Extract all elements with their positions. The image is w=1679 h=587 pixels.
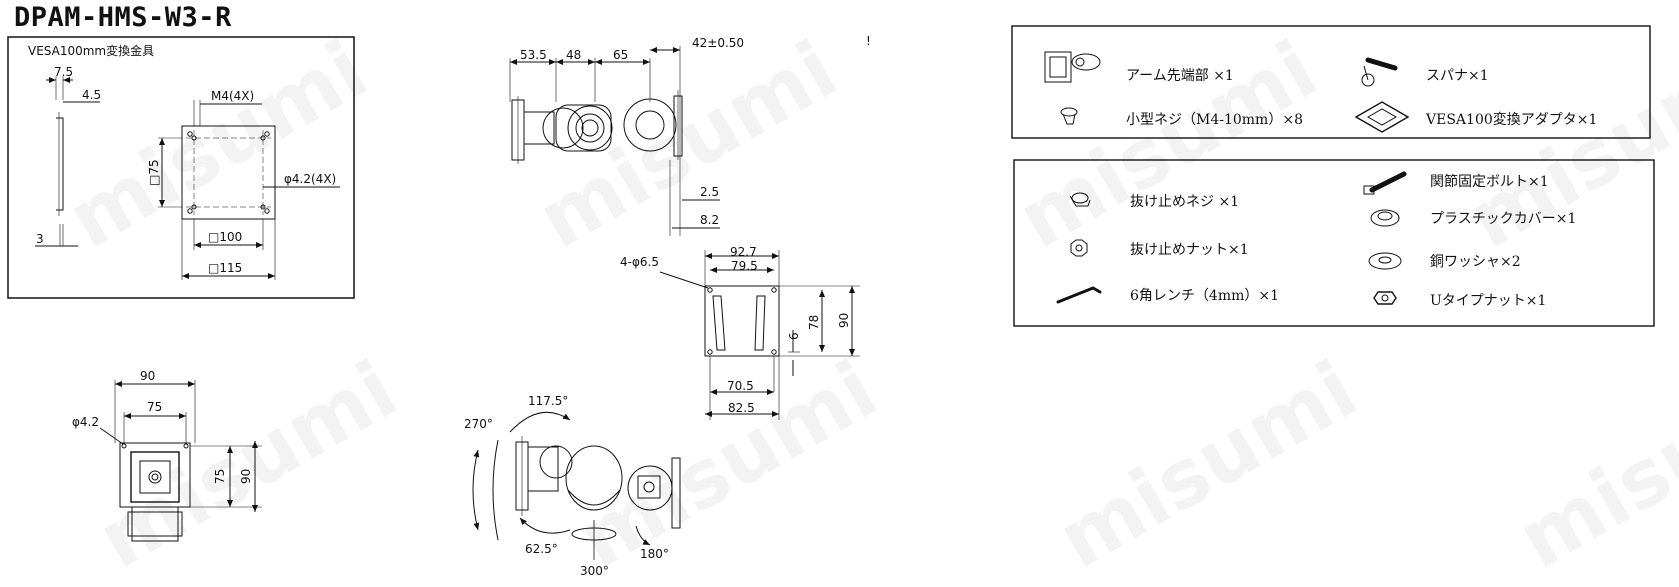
svg-text:misumi: misumi: [83, 343, 412, 587]
base-front-view: [99, 380, 262, 542]
copper-washer-icon: [1368, 252, 1402, 270]
dim-70-5: 70.5: [727, 379, 754, 393]
dim-42: 42±0.50: [692, 36, 744, 50]
svg-text:misumi: misumi: [1003, 23, 1332, 267]
vesa-adapter-drawing: [7, 36, 355, 299]
dim-78: 78: [807, 315, 821, 330]
part-label-joint-bolt: 関節固定ボルト×1: [1430, 173, 1549, 190]
part-label-vesa-adapter: VESA100変換アダプタ×1: [1425, 111, 1597, 128]
dim-79-5: 79.5: [731, 259, 758, 273]
arm-tip-icon: [1044, 51, 1101, 83]
dim-front-75: 75: [147, 400, 162, 414]
angle-62-5: 62.5°: [525, 542, 558, 556]
page-title: DPAM-HMS-W3-R: [14, 2, 232, 33]
u-nut-icon: [1373, 291, 1397, 305]
dim-sq100: □100: [208, 230, 242, 244]
part-label-plastic-cover: プラスチックカバー×1: [1430, 211, 1576, 227]
dim-front-v90: 90: [239, 469, 253, 484]
arm-end-view: [659, 250, 860, 420]
dim-front-90: 90: [140, 369, 155, 383]
dim-92-7: 92.7: [730, 245, 757, 259]
spanner-icon: [1361, 57, 1398, 87]
part-label-retaining-nut: 抜け止めナット×1: [1130, 242, 1249, 258]
dim-phi42: φ4.2(4X): [284, 172, 336, 186]
dim-6: 6: [787, 332, 801, 340]
hex-wrench-icon: [1056, 286, 1102, 304]
part-label-retaining-screw: 抜け止めネジ ×1: [1130, 194, 1239, 210]
part-label-small-screw: 小型ネジ（M4-10mm）×8: [1126, 112, 1303, 128]
dim-front-phi: φ4.2: [72, 415, 99, 429]
dim-holes: 4-φ6.5: [620, 255, 659, 269]
angle-300: 300°: [580, 564, 609, 578]
dim-90-end: 90: [837, 313, 851, 328]
svg-text:misumi: misumi: [1503, 343, 1679, 587]
svg-text:misumi: misumi: [1453, 23, 1679, 267]
parts-box-2: [1013, 159, 1655, 327]
parts-box-1: [1011, 25, 1651, 139]
part-label-hex-wrench: 6角レンチ（4mm）×1: [1130, 288, 1279, 304]
dim-sq115: □115: [208, 261, 242, 275]
dim-2-5: 2.5: [700, 185, 719, 199]
dim-53-5: 53.5: [520, 48, 547, 62]
dim-sq75: □75: [147, 159, 161, 186]
part-label-arm-tip: アーム先端部 ×1: [1126, 68, 1234, 84]
dim-3: 3: [36, 232, 44, 246]
arm-top-view: [509, 46, 720, 236]
plastic-cover-icon: [1370, 209, 1400, 227]
mark: !: [866, 34, 871, 48]
small-screw-icon: [1060, 107, 1078, 125]
dim-65: 65: [613, 48, 628, 62]
dim-82-5: 82.5: [728, 401, 755, 415]
dim-48: 48: [566, 48, 581, 62]
dim-m4: M4(4X): [211, 89, 254, 103]
dim-4-5: 4.5: [82, 88, 101, 102]
part-label-copper-washer: 銅ワッシャ×2: [1430, 254, 1521, 270]
dim-8-2: 8.2: [700, 213, 719, 227]
joint-bolt-icon: [1363, 171, 1407, 195]
dim-front-v75: 75: [213, 469, 227, 484]
svg-text:misumi: misumi: [1043, 343, 1372, 587]
angle-180: 180°: [640, 547, 669, 561]
retaining-screw-icon: [1069, 192, 1091, 207]
dim-7-5: 7.5: [54, 65, 73, 79]
retaining-nut-icon: [1070, 239, 1088, 257]
vesa-caption: VESA100mm変換金具: [28, 43, 154, 58]
part-label-spanner: スパナ×1: [1426, 68, 1489, 84]
arm-rotation-view: [472, 411, 681, 560]
angle-270: 270°: [464, 417, 493, 431]
vesa-adapter-icon: [1354, 101, 1410, 133]
angle-117-5: 117.5°: [528, 394, 568, 408]
part-label-u-nut: Uタイプナット×1: [1430, 293, 1546, 309]
